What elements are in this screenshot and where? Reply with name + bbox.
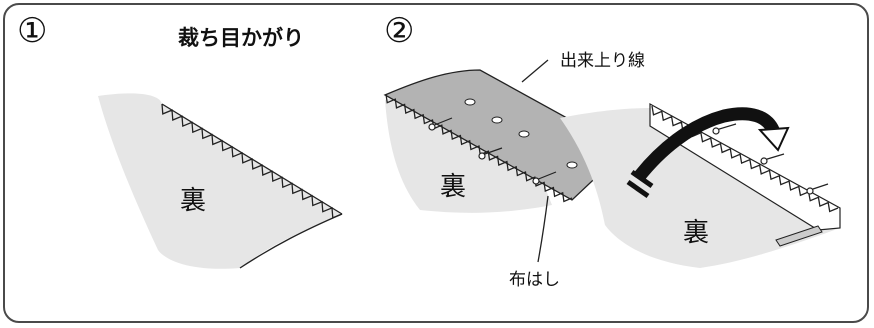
folded-hem-allowance [383, 69, 627, 201]
fold-arrow-head [757, 126, 790, 152]
leader-line-dekiagari [521, 59, 549, 83]
fabric-reverse-side [385, 88, 552, 213]
fabric-reverse-side [560, 108, 840, 268]
fabric-bottom-edge [239, 213, 343, 269]
label-ura-panel-1: 裏 [180, 186, 207, 216]
step-1-marker: ① [17, 11, 48, 51]
fabric-reverse-side [98, 93, 342, 269]
hem-edge-detail [775, 225, 823, 247]
pins [428, 117, 557, 185]
panel-2a-fabric [383, 59, 627, 263]
panel-2b-fabric [560, 102, 841, 268]
label-nuno-hashi: 布はし [509, 270, 560, 290]
fold-arrow-body [632, 107, 781, 183]
leader-line-nuno-hashi [537, 195, 549, 263]
label-dekiagari-sen: 出来上り線 [560, 51, 645, 71]
overlock-stitch [385, 93, 573, 203]
overlock-stitch [651, 105, 839, 213]
step-2-marker: ② [384, 11, 415, 51]
stitch-marks [464, 98, 578, 169]
title-overlock: 裁ち目かがり [178, 26, 304, 50]
label-ura-panel-2b: 裏 [683, 218, 710, 248]
cut-edge [161, 103, 343, 215]
fold-arrow-stripes [626, 169, 654, 199]
panel-1-fabric [98, 93, 343, 269]
label-ura-panel-2a: 裏 [440, 172, 467, 202]
pins [712, 123, 829, 195]
diagram-frame [3, 3, 869, 323]
